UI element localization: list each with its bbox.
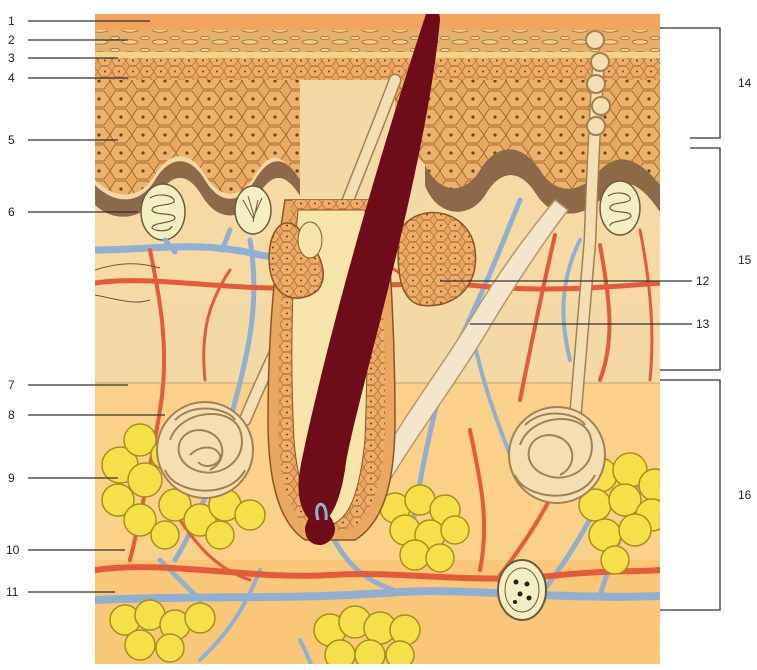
label-1: 1 <box>8 14 15 28</box>
stratum-lucidum <box>95 30 660 52</box>
label-8: 8 <box>8 408 15 422</box>
label-10: 10 <box>6 543 20 557</box>
label-16: 16 <box>738 488 752 502</box>
label-11: 11 <box>6 585 19 599</box>
label-13: 13 <box>696 317 710 331</box>
label-4: 4 <box>8 71 15 85</box>
label-15: 15 <box>738 253 752 267</box>
label-14: 14 <box>738 76 752 90</box>
label-2: 2 <box>8 33 15 47</box>
skin-block <box>95 8 671 670</box>
tactile-corpuscle <box>141 184 185 240</box>
stratum-granulosum <box>95 58 660 80</box>
label-9: 9 <box>8 471 15 485</box>
label-5: 5 <box>8 133 15 147</box>
label-3: 3 <box>8 51 15 65</box>
lamellar-corpuscle <box>498 560 546 620</box>
label-6: 6 <box>8 205 15 219</box>
label-12: 12 <box>696 274 710 288</box>
label-7: 7 <box>8 378 15 392</box>
brackets <box>660 28 720 610</box>
